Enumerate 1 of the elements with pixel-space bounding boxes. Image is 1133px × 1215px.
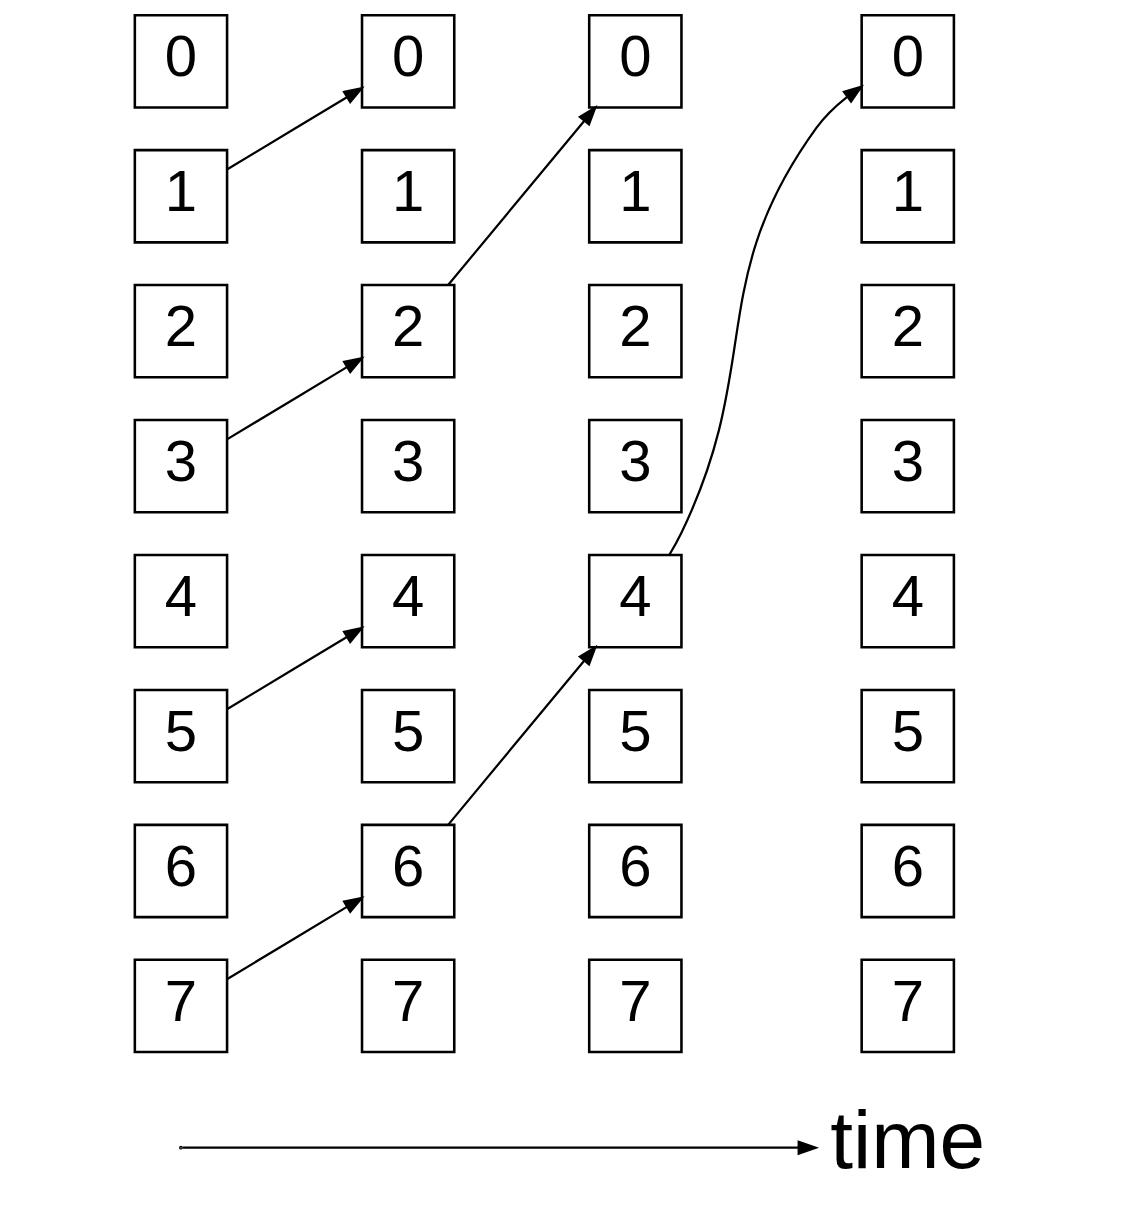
label: time: [829, 1094, 985, 1186]
